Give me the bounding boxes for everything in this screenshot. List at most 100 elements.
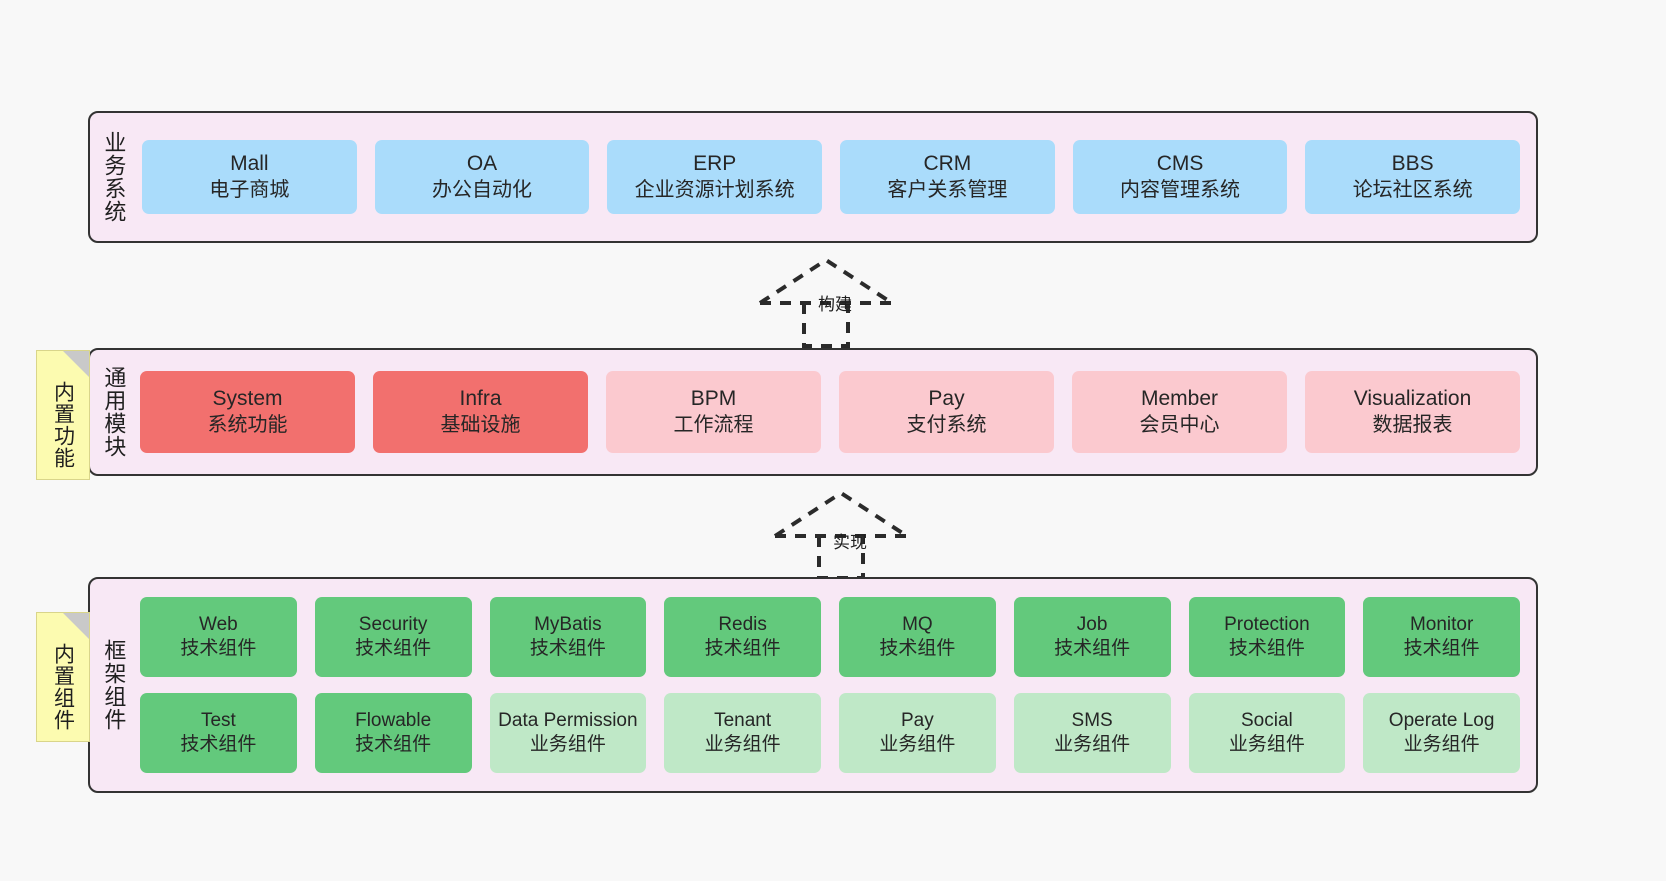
implement-arrow-shaft [817, 536, 865, 580]
business-node-row: Mall 电子商城 OA 办公自动化 ERP 企业资源计划系统 CRM 客户关系… [142, 140, 1521, 214]
node-crm-cn: 客户关系管理 [887, 178, 1008, 201]
node-infra[interactable]: Infra 基础设施 [373, 371, 588, 453]
node-system[interactable]: System 系统功能 [140, 371, 355, 453]
node-oa[interactable]: OA 办公自动化 [374, 140, 590, 214]
sticky-note-builtin-components: 内置组件 [36, 612, 90, 742]
layer-framework-components: 框架组件 Web 技术组件 Security 技术组件 MyBatis 技术组件… [88, 577, 1538, 793]
node-mybatis[interactable]: MyBatis 技术组件 [489, 597, 647, 677]
node-operate-log-cn: 业务组件 [1403, 734, 1480, 755]
layer-title-framework: 框架组件 [101, 639, 127, 731]
node-pay-module-en: Pay [928, 386, 965, 410]
layer-common-modules: 通用模块 System 系统功能 Infra 基础设施 BPM 工作流程 Pay… [88, 348, 1538, 476]
node-visualization-en: Visualization [1353, 386, 1472, 410]
node-mq-cn: 技术组件 [879, 638, 956, 659]
node-data-permission[interactable]: Data Permission 业务组件 [489, 693, 647, 773]
connector-implement: 实现 [767, 486, 927, 580]
node-social[interactable]: Social 业务组件 [1188, 693, 1346, 773]
node-pay-module-cn: 支付系统 [906, 413, 987, 436]
node-mybatis-en: MyBatis [534, 613, 602, 635]
node-crm[interactable]: CRM 客户关系管理 [840, 140, 1055, 214]
node-pay-component-cn: 业务组件 [879, 734, 956, 755]
node-cms-cn: 内容管理系统 [1120, 178, 1241, 201]
node-flowable[interactable]: Flowable 技术组件 [314, 693, 472, 773]
node-pay-module[interactable]: Pay 支付系统 [839, 371, 1054, 453]
layer-title-business: 业务系统 [101, 131, 127, 223]
node-tenant-en: Tenant [714, 709, 772, 731]
node-visualization[interactable]: Visualization 数据报表 [1305, 371, 1520, 453]
node-protection-en: Protection [1224, 613, 1310, 635]
sticky-note-builtin-components-label: 内置组件 [51, 643, 75, 731]
node-sms[interactable]: SMS 业务组件 [1013, 693, 1171, 773]
node-web[interactable]: Web 技术组件 [140, 597, 297, 677]
node-data-permission-cn: 业务组件 [529, 734, 606, 755]
node-operate-log-en: Operate Log [1388, 709, 1495, 731]
node-job[interactable]: Job 技术组件 [1013, 597, 1171, 677]
layer-business-systems: 业务系统 Mall 电子商城 OA 办公自动化 ERP 企业资源计划系统 CRM… [88, 111, 1538, 243]
node-member-cn: 会员中心 [1139, 413, 1220, 436]
node-security[interactable]: Security 技术组件 [314, 597, 472, 677]
layer-title-modules: 通用模块 [101, 366, 127, 458]
node-infra-en: Infra [459, 386, 502, 410]
node-social-cn: 业务组件 [1228, 734, 1305, 755]
node-pay-component[interactable]: Pay 业务组件 [839, 693, 996, 773]
node-redis[interactable]: Redis 技术组件 [664, 597, 821, 677]
layer-body-modules: System 系统功能 Infra 基础设施 BPM 工作流程 Pay 支付系统… [136, 350, 1536, 474]
node-mall-cn: 电子商城 [209, 178, 290, 201]
framework-biz-row: Test 技术组件 Flowable 技术组件 Data Permission … [140, 693, 1520, 773]
node-tenant-cn: 业务组件 [704, 734, 781, 755]
node-data-permission-en: Data Permission [498, 709, 638, 731]
node-security-cn: 技术组件 [355, 638, 432, 659]
node-erp-en: ERP [693, 151, 737, 175]
modules-node-row: System 系统功能 Infra 基础设施 BPM 工作流程 Pay 支付系统… [140, 371, 1520, 453]
node-erp[interactable]: ERP 企业资源计划系统 [607, 140, 823, 214]
node-test-en: Test [200, 709, 236, 731]
node-cms[interactable]: CMS 内容管理系统 [1072, 140, 1288, 214]
node-oa-en: OA [466, 151, 498, 175]
node-member[interactable]: Member 会员中心 [1072, 371, 1287, 453]
node-system-en: System [212, 386, 283, 410]
node-operate-log[interactable]: Operate Log 业务组件 [1363, 693, 1520, 773]
node-bpm[interactable]: BPM 工作流程 [606, 371, 821, 453]
connector-build: 构建 [752, 256, 912, 348]
implement-arrowhead-triangle [773, 490, 909, 538]
node-crm-en: CRM [923, 151, 972, 175]
sticky-note-builtin-features-label: 内置功能 [51, 381, 75, 469]
node-test[interactable]: Test 技术组件 [140, 693, 297, 773]
sticky-note-builtin-features: 内置功能 [36, 350, 90, 480]
layer-body-business: Mall 电子商城 OA 办公自动化 ERP 企业资源计划系统 CRM 客户关系… [136, 113, 1536, 241]
node-monitor[interactable]: Monitor 技术组件 [1363, 597, 1520, 677]
node-mq-en: MQ [902, 613, 933, 635]
node-mall[interactable]: Mall 电子商城 [142, 140, 357, 214]
node-web-cn: 技术组件 [180, 638, 257, 659]
node-mall-en: Mall [230, 151, 269, 175]
node-mq[interactable]: MQ 技术组件 [839, 597, 996, 677]
node-cms-en: CMS [1156, 151, 1204, 175]
node-sms-cn: 业务组件 [1054, 734, 1131, 755]
build-arrowhead-triangle [758, 257, 894, 305]
node-tenant[interactable]: Tenant 业务组件 [664, 693, 821, 773]
node-protection-cn: 技术组件 [1228, 638, 1305, 659]
node-social-en: Social [1241, 709, 1293, 731]
node-test-cn: 技术组件 [180, 734, 257, 755]
node-redis-en: Redis [718, 613, 767, 635]
build-arrow-shaft [802, 303, 850, 348]
node-sms-en: SMS [1071, 709, 1113, 731]
node-redis-cn: 技术组件 [704, 638, 781, 659]
node-security-en: Security [358, 613, 428, 635]
node-bbs-cn: 论坛社区系统 [1352, 178, 1473, 201]
node-bbs[interactable]: BBS 论坛社区系统 [1305, 140, 1521, 214]
node-job-cn: 技术组件 [1054, 638, 1131, 659]
node-pay-component-en: Pay [901, 709, 934, 731]
framework-tech-row: Web 技术组件 Security 技术组件 MyBatis 技术组件 Redi… [140, 597, 1520, 677]
node-erp-cn: 企业资源计划系统 [634, 178, 795, 201]
node-flowable-en: Flowable [355, 709, 432, 731]
node-mybatis-cn: 技术组件 [529, 638, 606, 659]
node-bpm-cn: 工作流程 [673, 413, 754, 436]
node-infra-cn: 基础设施 [440, 413, 521, 436]
node-flowable-cn: 技术组件 [355, 734, 432, 755]
node-protection[interactable]: Protection 技术组件 [1188, 597, 1346, 677]
node-bpm-en: BPM [690, 386, 737, 410]
node-monitor-en: Monitor [1409, 613, 1474, 635]
node-bbs-en: BBS [1391, 151, 1434, 175]
